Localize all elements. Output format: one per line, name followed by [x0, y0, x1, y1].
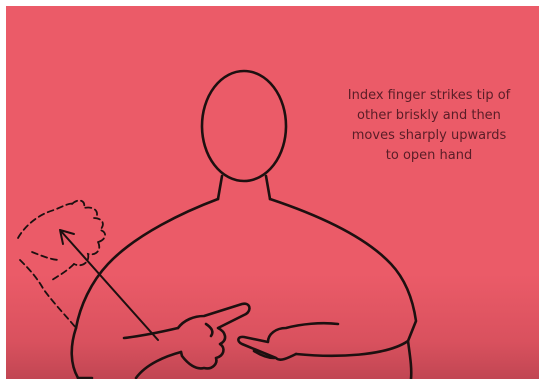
pointing-hand-icon — [178, 304, 249, 369]
left-forearm-outline — [72, 328, 181, 378]
neck-outline — [218, 176, 270, 199]
movement-arrow-icon — [60, 230, 158, 340]
sign-illustration-panel: Index finger strikes tip of other briskl… — [6, 6, 539, 379]
sign-illustration — [6, 6, 539, 379]
open-hand-dashed-icon — [18, 201, 105, 328]
flat-hand-icon — [238, 323, 338, 359]
head-outline — [202, 71, 286, 181]
torso-outline — [76, 199, 416, 356]
sign-instruction-text: Index finger strikes tip of other briskl… — [324, 86, 534, 166]
